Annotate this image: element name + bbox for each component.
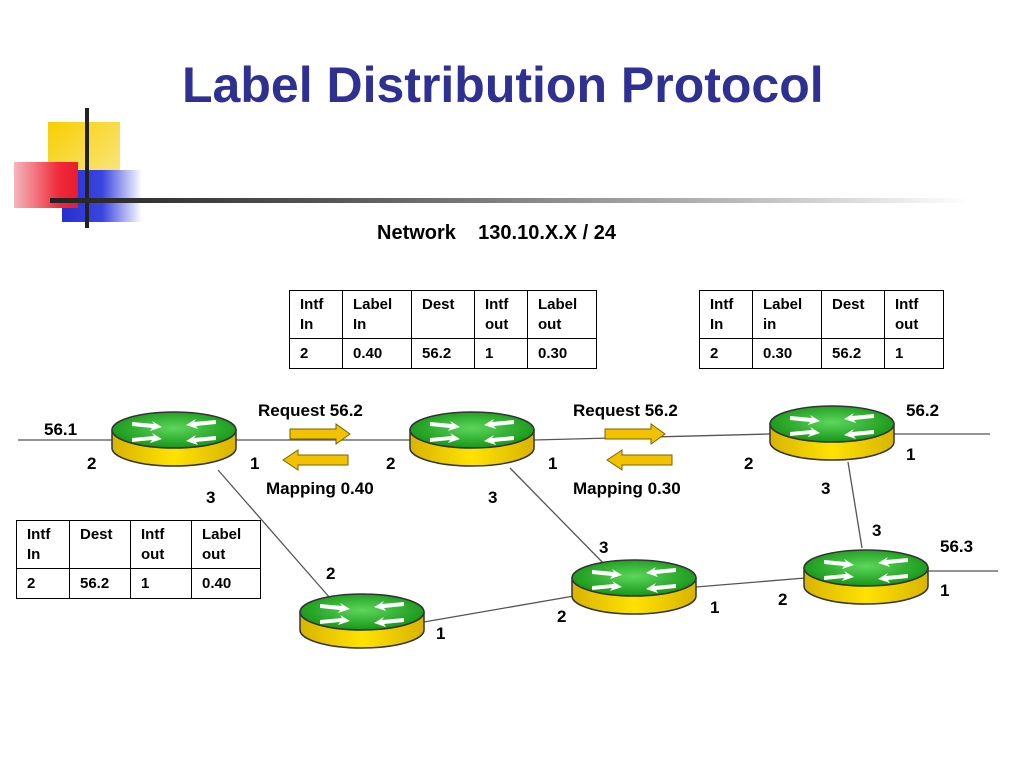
port-label: 1 <box>710 598 720 617</box>
table-cell: 56.2 <box>821 338 885 369</box>
table-cell: 0.40 <box>191 568 261 599</box>
port-label: 2 <box>326 564 336 583</box>
router-icon <box>769 405 895 461</box>
router-icon <box>409 411 535 467</box>
table-header-cell: Dest <box>411 290 475 339</box>
address-label: 56.3 <box>940 537 974 556</box>
table-header-cell: Intf In <box>16 520 70 569</box>
table-header-cell: Label out <box>527 290 597 339</box>
slide-title: Label Distribution Protocol <box>182 57 824 113</box>
request-label: Request 56.2 <box>573 401 678 420</box>
mapping-label: Mapping 0.40 <box>266 479 374 498</box>
label-table-left: Intf In Dest Intf out Label out 2 56.2 1… <box>16 520 261 599</box>
table-cell: 1 <box>130 568 192 599</box>
table-cell: 56.2 <box>69 568 131 599</box>
table-header-cell: Label out <box>191 520 261 569</box>
port-label: 2 <box>557 607 567 626</box>
label-table-right: Intf In Label in Dest Intf out 2 0.30 56… <box>699 290 944 369</box>
link-r3-r6 <box>847 461 863 549</box>
table-cell: 56.2 <box>411 338 475 369</box>
table-cell: 2 <box>16 568 70 599</box>
port-label: 3 <box>206 488 216 507</box>
port-label: 3 <box>599 538 609 557</box>
mapping-label: Mapping 0.30 <box>573 479 681 498</box>
port-label: 1 <box>940 581 950 600</box>
port-label: 3 <box>821 479 831 498</box>
table-header-cell: Label In <box>342 290 412 339</box>
port-label: 3 <box>872 521 882 540</box>
port-label: 1 <box>548 454 558 473</box>
port-label: 1 <box>906 445 916 464</box>
link-r2-r5 <box>509 467 609 569</box>
table-header-cell: Intf In <box>289 290 343 339</box>
port-label: 2 <box>778 590 788 609</box>
network-caption: Network 130.10.X.X / 24 <box>377 222 616 245</box>
address-label: 56.2 <box>906 401 940 420</box>
vertical-rule-decoration <box>85 108 89 228</box>
table-cell: 1 <box>474 338 528 369</box>
table-header-cell: Intf out <box>130 520 192 569</box>
title-underline <box>50 198 970 203</box>
table-cell: 0.30 <box>752 338 822 369</box>
table-header-cell: Intf out <box>474 290 528 339</box>
table-header-cell: Dest <box>69 520 131 569</box>
table-header-cell: Dest <box>821 290 885 339</box>
label-table-middle: Intf In Label In Dest Intf out Label out… <box>289 290 597 369</box>
router-icon <box>111 411 237 467</box>
arrow-left-icon <box>606 449 673 471</box>
arrow-right-icon <box>604 423 666 445</box>
router-icon <box>571 559 697 615</box>
port-label: 1 <box>436 624 446 643</box>
link-r4-r5 <box>423 595 575 623</box>
address-label: 56.1 <box>44 420 78 439</box>
table-cell: 2 <box>699 338 753 369</box>
link-r5-r6 <box>695 577 806 588</box>
network-label: Network <box>377 222 456 244</box>
table-header-cell: Label in <box>752 290 822 339</box>
link-r1-r4 <box>217 469 331 599</box>
network-value: 130.10.X.X / 24 <box>478 222 617 244</box>
table-header-cell: Intf out <box>884 290 944 339</box>
arrow-right-icon <box>289 423 351 445</box>
table-cell: 0.40 <box>342 338 412 369</box>
port-label: 2 <box>744 454 754 473</box>
router-icon <box>803 549 929 605</box>
table-cell: 1 <box>884 338 944 369</box>
port-label: 2 <box>386 454 396 473</box>
arrow-left-icon <box>282 449 349 471</box>
port-label: 1 <box>250 454 260 473</box>
request-label: Request 56.2 <box>258 401 363 420</box>
port-label: 2 <box>87 454 97 473</box>
table-cell: 2 <box>289 338 343 369</box>
router-icon <box>299 593 425 649</box>
port-label: 3 <box>488 488 498 507</box>
table-header-cell: Intf In <box>699 290 753 339</box>
table-cell: 0.30 <box>527 338 597 369</box>
